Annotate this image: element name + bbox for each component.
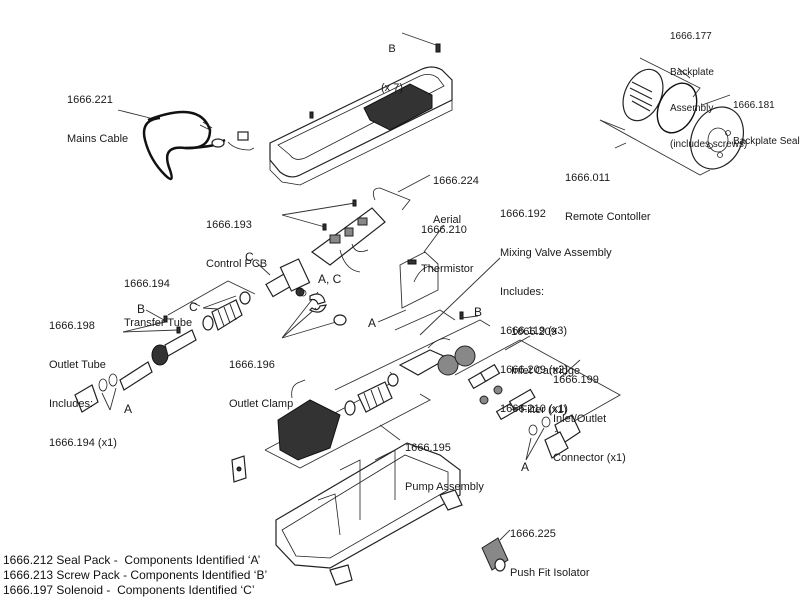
outlet-clamp-label: 1666.196 Outlet Clamp: [229, 333, 293, 424]
solenoid-plate: [231, 455, 247, 483]
part-number: 1666.210: [421, 224, 467, 236]
part-name: Inlet/Outlet: [553, 413, 607, 425]
part-note: (includes screws): [670, 139, 748, 150]
outlet-tube: [74, 309, 197, 413]
part-name: Aerial: [433, 214, 462, 226]
control-pcb: [281, 199, 386, 273]
mains-cable: [117, 109, 255, 181]
legend-seal-pack: 1666.212 Seal Pack - Components Identifi…: [3, 553, 261, 567]
part-number: 1666.198: [49, 320, 95, 332]
part-number: 1666.209: [511, 326, 557, 338]
part-name: Outlet Tube: [49, 359, 106, 371]
callout-a-c-clamp: A, C: [318, 272, 342, 286]
transfer-tube-label: 1666.194 Transfer Tube: [124, 252, 192, 343]
part-name: Outlet Clamp: [229, 398, 294, 410]
legend-solenoid: 1666.197 Solenoid - Components Identifie…: [3, 583, 255, 597]
part-name: Transfer Tube: [124, 317, 193, 329]
part-number: 1666.181: [733, 100, 775, 111]
callout-c-solenoid: C: [245, 250, 254, 264]
part-number: 1666.193: [206, 219, 252, 231]
push-fit-isolator: [481, 529, 511, 572]
part-number: 1666.192: [500, 208, 546, 220]
transfer-tube: [167, 280, 256, 331]
part-number: 1666.196: [229, 359, 275, 371]
screw-b-top: [401, 32, 441, 53]
letter-b: B: [388, 43, 396, 55]
part-name-2: Connector (x1): [553, 452, 626, 464]
legend-screw-pack: 1666.213 Screw Pack - Components Identif…: [3, 568, 268, 582]
thermistor: [377, 224, 445, 323]
remote-controller-group: [599, 57, 744, 176]
part-note: + Filter (x1): [511, 404, 567, 416]
includes-item: 1666.209 (x2): [500, 364, 568, 376]
part-name: Control PCB: [206, 258, 268, 270]
includes-item: 1666.210 (x1): [500, 403, 568, 415]
part-name: Thermistor: [421, 263, 474, 275]
part-name: Backplate Seal: [733, 136, 800, 147]
pump-assembly-label: 1666.195 Pump Assembly: [405, 416, 484, 507]
remote-controller-label: 1666.011 Remote Contoller: [565, 146, 651, 237]
part-number: 1666.199: [553, 374, 599, 386]
callout-b-valve: B: [474, 305, 483, 319]
part-number: 1666.225: [510, 528, 556, 540]
inlet-connector-group: [454, 335, 621, 461]
part-number: 1666.011: [565, 172, 611, 184]
push-fit-isolator-label: 1666.225 Push Fit Isolator: [510, 502, 589, 593]
top-cover: [269, 66, 453, 186]
inlet-cartridge-label: 1666.209 Inlet Cartridge + Filter (x1): [511, 300, 580, 430]
includes-item: 1666.194 (x1): [49, 437, 117, 449]
includes-label: Includes:: [49, 398, 94, 410]
callout-a-connector: A: [521, 460, 530, 474]
part-number: 1666.224: [433, 175, 479, 187]
callout-c-transfer: C: [189, 300, 198, 314]
mixing-valve-label: 1666.192 Mixing Valve Assembly Includes:…: [500, 182, 612, 429]
callout-a-thermistor: A: [368, 316, 377, 330]
screws-qty: (x 7): [381, 82, 403, 94]
part-name: Mixing Valve Assembly: [500, 247, 612, 259]
part-name-2: Assembly: [670, 103, 714, 114]
part-number: 1666.177: [670, 31, 712, 42]
part-name: Pump Assembly: [405, 481, 484, 493]
includes-item: 1666.119 (x3): [500, 325, 568, 337]
control-pcb-label: 1666.193 Control PCB: [206, 193, 267, 284]
backplate-assembly-label: 1666.177 Backplate Assembly (includes sc…: [670, 7, 747, 163]
outlet-clamp: [281, 289, 347, 339]
part-name: Mains Cable: [67, 133, 129, 145]
part-name: Backplate: [670, 67, 714, 78]
aerial: [372, 174, 431, 211]
callout-b-outlet: B: [137, 302, 146, 316]
backplate-seal-label: 1666.181 Backplate Seal: [733, 76, 800, 160]
component-legend: 1666.212 Seal Pack - Components Identifi…: [3, 553, 267, 598]
outlet-tube-label: 1666.198 Outlet Tube Includes: 1666.194 …: [49, 294, 117, 463]
part-name: Push Fit Isolator: [510, 567, 590, 579]
part-name: Inlet Cartridge: [511, 365, 581, 377]
screws-b-label: B (x 7): [381, 17, 403, 108]
inlet-outlet-connector-label: 1666.199 Inlet/Outlet Connector (x1): [553, 348, 626, 478]
part-name: Remote Contoller: [565, 211, 651, 223]
callout-a-outlet: A: [124, 402, 133, 416]
mains-cable-label: 1666.221 Mains Cable: [67, 68, 128, 159]
pump-assembly: [264, 319, 491, 469]
mixing-valve-bracket: [394, 257, 501, 336]
thermistor-label: 1666.210 Thermistor: [421, 198, 474, 289]
part-number: 1666.194: [124, 278, 170, 290]
part-number: 1666.221: [67, 94, 113, 106]
includes-label: Includes:: [500, 286, 545, 298]
base-housing: [275, 442, 463, 586]
part-number: 1666.195: [405, 442, 451, 454]
aerial-label: 1666.224 Aerial: [433, 149, 479, 240]
